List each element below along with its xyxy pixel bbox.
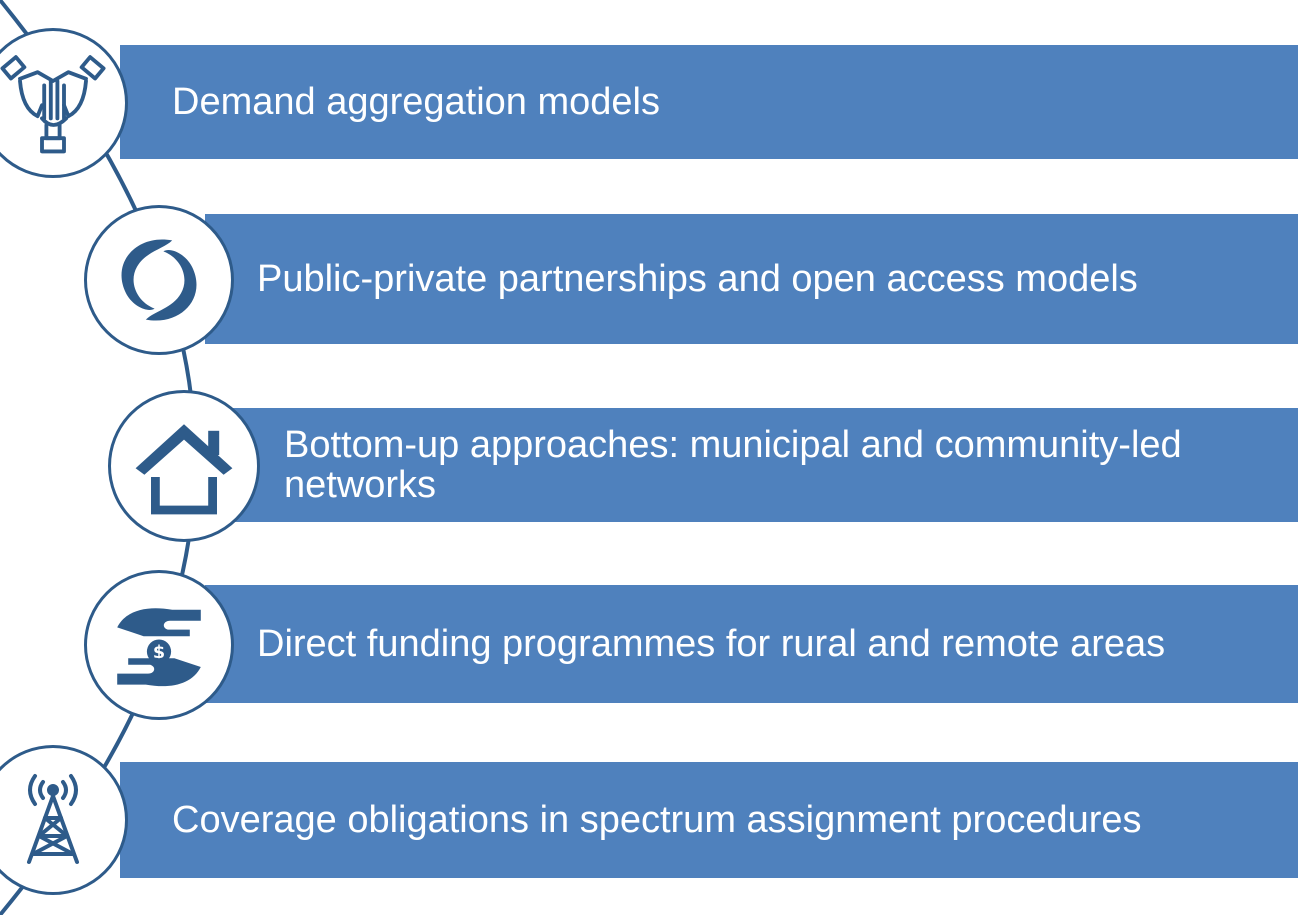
hands-money-icon: $	[84, 570, 234, 720]
house-icon	[108, 390, 260, 542]
list-item: Bottom-up approaches: municipal and comm…	[230, 408, 1298, 522]
list-item: Public-private partnerships and open acc…	[205, 214, 1298, 344]
item-label: Bottom-up approaches: municipal and comm…	[284, 424, 1182, 506]
list-item: Coverage obligations in spectrum assignm…	[120, 762, 1298, 878]
list-item: Demand aggregation models	[120, 45, 1298, 159]
antenna-tower-icon	[0, 745, 128, 895]
handshake-hands-icon	[0, 28, 128, 178]
item-label: Demand aggregation models	[172, 81, 660, 123]
list-item: Direct funding programmes for rural and …	[205, 585, 1298, 703]
swirl-logo-icon	[84, 205, 234, 355]
item-label: Direct funding programmes for rural and …	[257, 623, 1166, 665]
item-label: Coverage obligations in spectrum assignm…	[172, 799, 1142, 841]
item-label: Public-private partnerships and open acc…	[257, 258, 1138, 300]
